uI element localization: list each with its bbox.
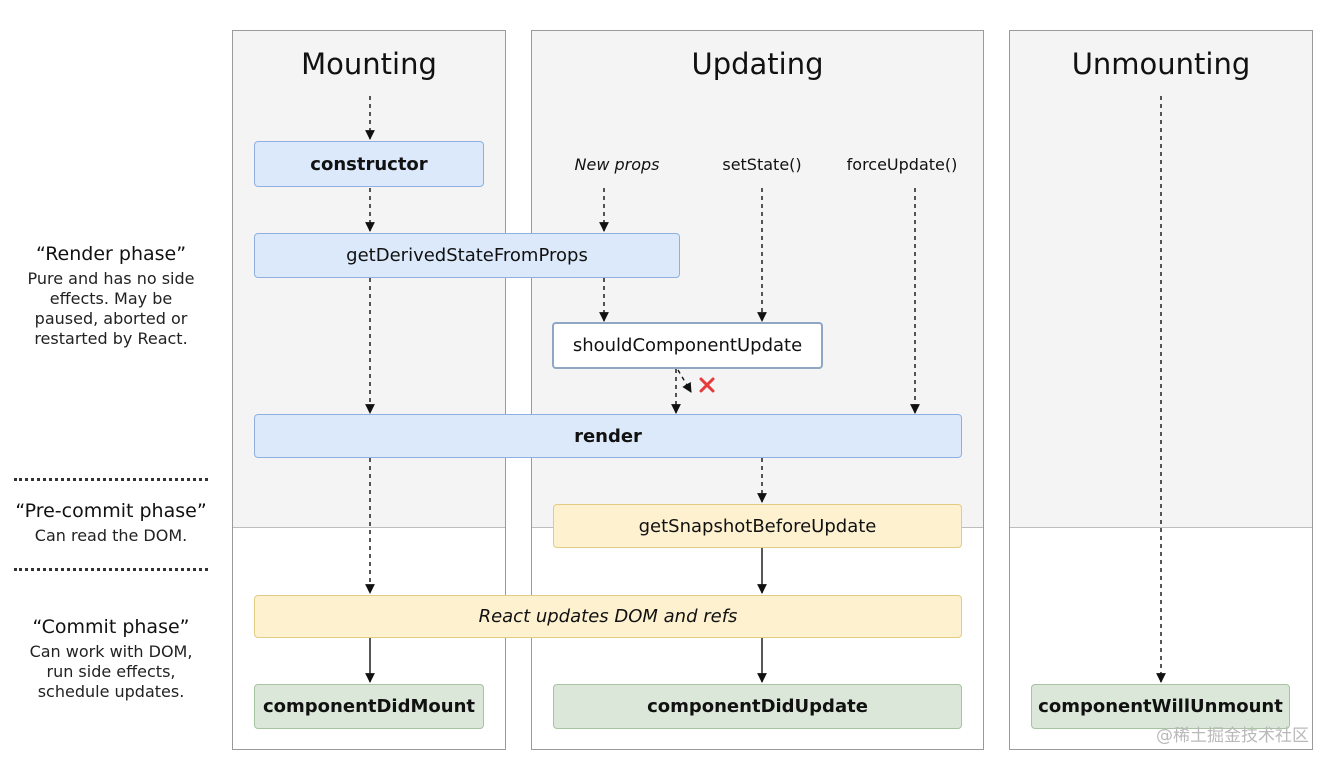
should-component-update-node: shouldComponentUpdate (552, 322, 823, 369)
render-phase-desc-line: paused, aborted or (34, 309, 188, 328)
commit-phase-label: “Commit phase” Can work with DOM, run si… (0, 616, 222, 702)
commit-phase-description: Can work with DOM, run side effects, sch… (0, 642, 222, 702)
render-phase-desc-line: effects. May be (49, 289, 173, 308)
precommit-phase-desc-line: Can read the DOM. (34, 526, 188, 545)
set-state-label: setState() (722, 155, 802, 174)
unmounting-title: Unmounting (1071, 47, 1251, 81)
get-derived-state-from-props-node: getDerivedStateFromProps (254, 233, 680, 278)
updating-title: Updating (691, 47, 824, 81)
commit-phase-desc-line: run side effects, (46, 662, 176, 681)
commit-phase-title: “Commit phase” (32, 616, 190, 638)
watermark: @稀土掘金技术社区 (1156, 726, 1309, 746)
render-phase-desc-line: Pure and has no side (27, 269, 195, 288)
render-phase-description: Pure and has no side effects. May be pau… (0, 269, 222, 349)
commit-phase-desc-line: schedule updates. (37, 682, 185, 701)
mounting-title: Mounting (301, 47, 437, 81)
cancel-x-icon (699, 377, 715, 393)
render-phase-desc-line: restarted by React. (34, 329, 188, 348)
commit-phase-desc-line: Can work with DOM, (29, 642, 193, 661)
component-did-update-node: componentDidUpdate (553, 684, 962, 729)
render-phase-title: “Render phase” (35, 243, 187, 265)
render-node: render (254, 414, 962, 458)
force-update-label: forceUpdate() (846, 155, 958, 174)
precommit-phase-label: “Pre-commit phase” Can read the DOM. (0, 500, 222, 546)
render-phase-label: “Render phase” Pure and has no side effe… (0, 243, 222, 349)
precommit-phase-title: “Pre-commit phase” (15, 500, 207, 522)
new-props-label: New props (574, 155, 660, 174)
component-will-unmount-node: componentWillUnmount (1031, 684, 1290, 729)
react-updates-dom-node: React updates DOM and refs (254, 595, 962, 638)
component-did-mount-node: componentDidMount (254, 684, 484, 729)
get-snapshot-before-update-node: getSnapshotBeforeUpdate (553, 504, 962, 548)
constructor-node: constructor (254, 141, 484, 187)
phase-separator-top (14, 478, 208, 481)
phase-separator-bottom (14, 568, 208, 571)
arrow-scu-cancel (677, 369, 692, 393)
precommit-phase-description: Can read the DOM. (0, 526, 222, 546)
